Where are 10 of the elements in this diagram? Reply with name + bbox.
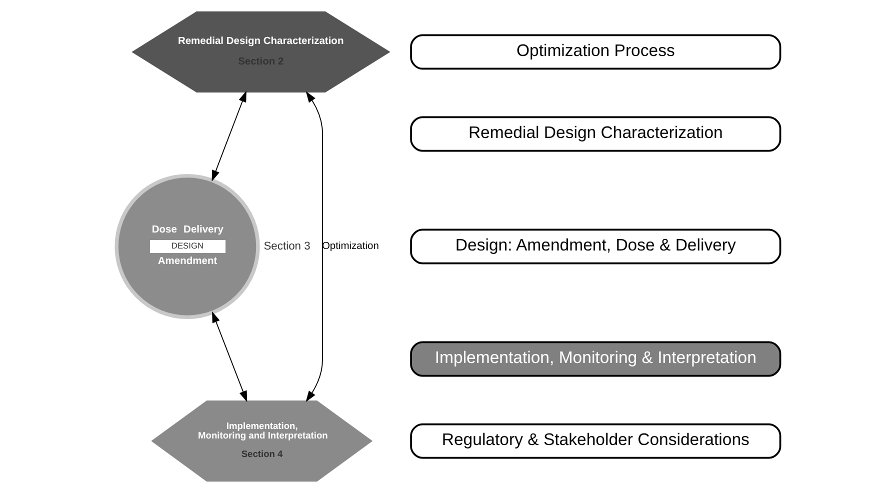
node-box: Optimization Process (410, 34, 781, 70)
node-box: Remedial Design Characterization (410, 116, 781, 152)
arrow (212, 311, 247, 402)
node-circle: Dose Delivery DESIGN Amendment (114, 174, 260, 320)
arrow (211, 90, 246, 182)
node-box: Design: Amendment, Dose & Delivery (410, 228, 781, 264)
node-label: Section 3 (263, 240, 310, 252)
node-box: Regulatory & Stakeholder Considerations (410, 423, 781, 459)
node-box: Implementation, Monitoring & Interpretation (410, 341, 781, 377)
arrow (305, 91, 322, 402)
